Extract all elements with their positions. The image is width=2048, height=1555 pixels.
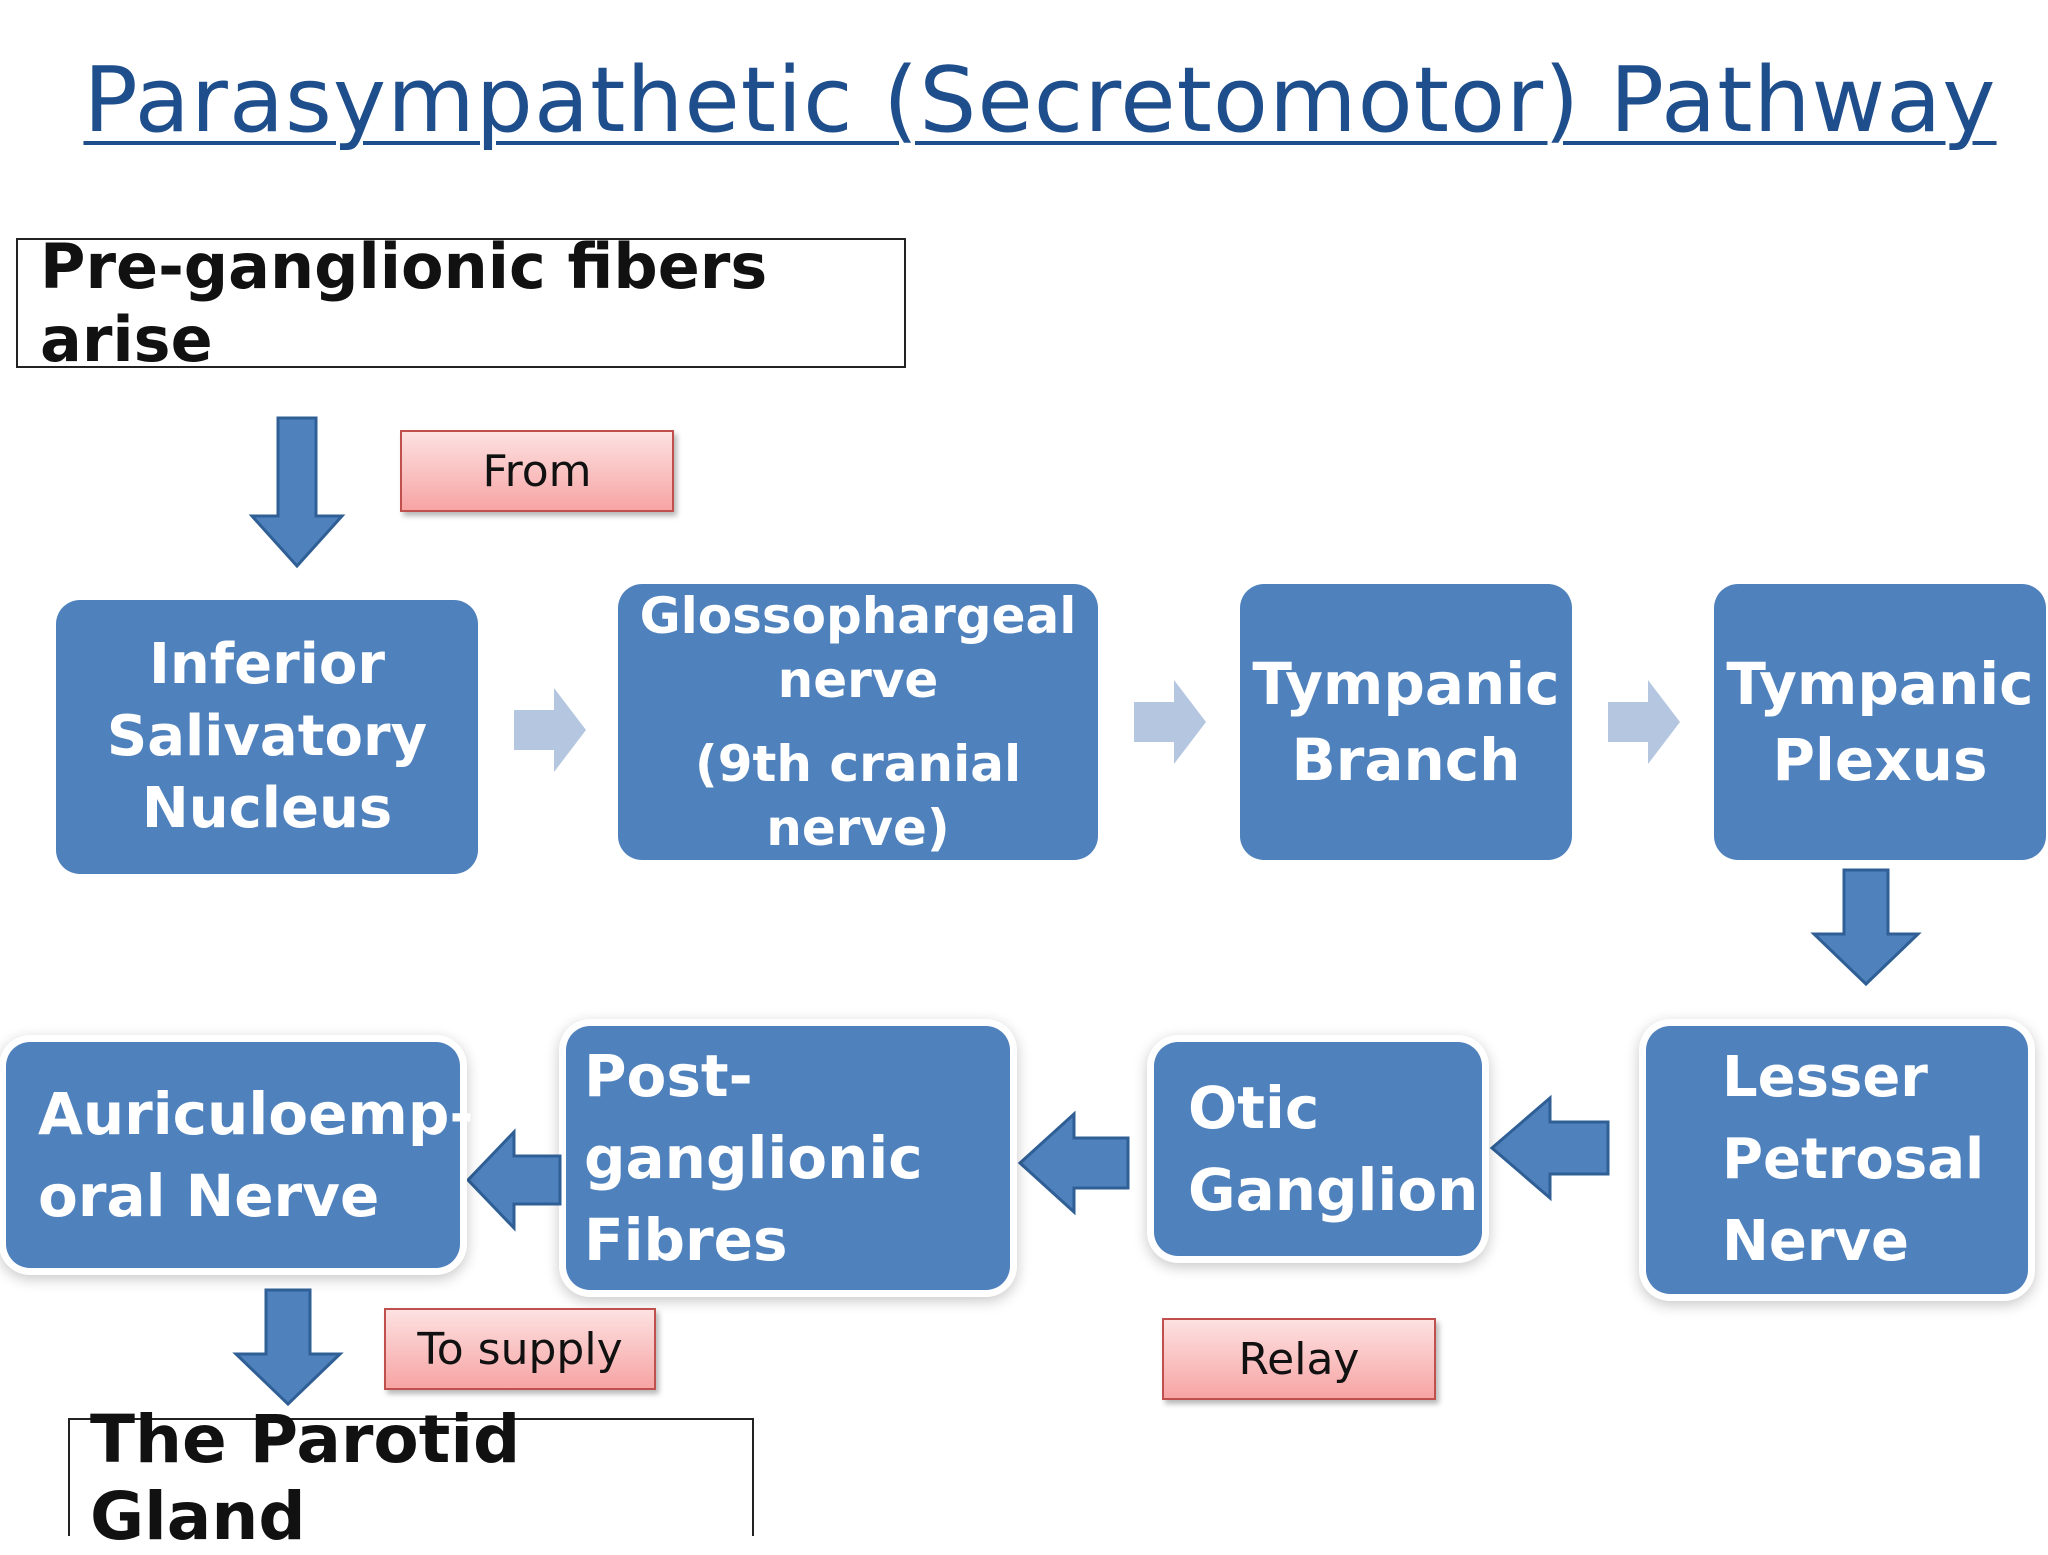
node-line: Ganglion xyxy=(1188,1156,1479,1224)
node-line: Petrosal xyxy=(1722,1127,1985,1192)
node-line: Tympanic xyxy=(1726,650,2034,718)
page-title: Parasympathetic (Secretomotor) Pathway xyxy=(83,48,1997,153)
tag-relay: Relay xyxy=(1162,1318,1436,1400)
left-arrow-icon xyxy=(1017,1110,1130,1216)
node-line: Salivatory xyxy=(106,704,428,769)
node-line: Plexus xyxy=(1772,726,1988,794)
preganglionic-label: Pre-ganglionic fibers arise xyxy=(40,230,768,376)
node-inferior-salivatory-nucleus: Inferior Salivatory Nucleus xyxy=(56,600,478,874)
tag-from: From xyxy=(400,430,674,512)
node-line: Branch xyxy=(1291,726,1521,794)
parotid-gland-label: The Parotid Gland xyxy=(90,1401,521,1555)
parotid-gland-box: The Parotid Gland xyxy=(68,1401,754,1555)
tag-from-label: From xyxy=(482,445,592,497)
node-line: oral Nerve xyxy=(38,1162,380,1230)
chevron-right-icon xyxy=(514,688,586,772)
node-line: Inferior xyxy=(149,632,385,697)
left-arrow-icon xyxy=(1489,1094,1610,1202)
node-tympanic-branch: Tympanic Branch xyxy=(1240,584,1572,860)
node-line: Fibres xyxy=(584,1206,788,1274)
node-line: Post-ganglionic xyxy=(584,1042,923,1192)
node-auriculotemporal-nerve: Auriculoemp- oral Nerve xyxy=(6,1042,473,1268)
node-tympanic-plexus: Tympanic Plexus xyxy=(1714,584,2046,860)
node-glossopharyngeal-nerve: Glossophargeal nerve (9th cranial nerve) xyxy=(618,584,1098,860)
node-line: (9th cranial nerve) xyxy=(694,735,1022,857)
node-otic-ganglion: Otic Ganglion xyxy=(1154,1042,1482,1256)
node-line: Nucleus xyxy=(141,776,393,841)
down-arrow-icon xyxy=(232,1288,344,1407)
tag-to-supply-label: To supply xyxy=(417,1323,623,1375)
node-line: Tympanic xyxy=(1252,650,1560,718)
node-post-ganglionic-fibres: Post-ganglionic Fibres xyxy=(566,1026,1010,1290)
down-arrow-icon xyxy=(248,416,346,569)
node-line: Lesser xyxy=(1722,1045,1928,1110)
preganglionic-box: Pre-ganglionic fibers arise xyxy=(16,230,906,376)
node-line: Glossophargeal xyxy=(639,587,1077,645)
node-line: Auriculoemp- xyxy=(38,1080,474,1148)
down-arrow-icon xyxy=(1810,868,1922,987)
chevron-right-icon xyxy=(1608,680,1680,764)
left-arrow-icon xyxy=(465,1128,562,1232)
tag-relay-label: Relay xyxy=(1238,1333,1360,1385)
chevron-right-icon xyxy=(1134,680,1206,764)
node-line: Otic xyxy=(1188,1074,1320,1142)
tag-to-supply: To supply xyxy=(384,1308,656,1390)
node-line: nerve xyxy=(777,651,939,709)
node-line: Nerve xyxy=(1722,1209,1909,1274)
node-lesser-petrosal-nerve: Lesser Petrosal Nerve xyxy=(1646,1026,2028,1294)
